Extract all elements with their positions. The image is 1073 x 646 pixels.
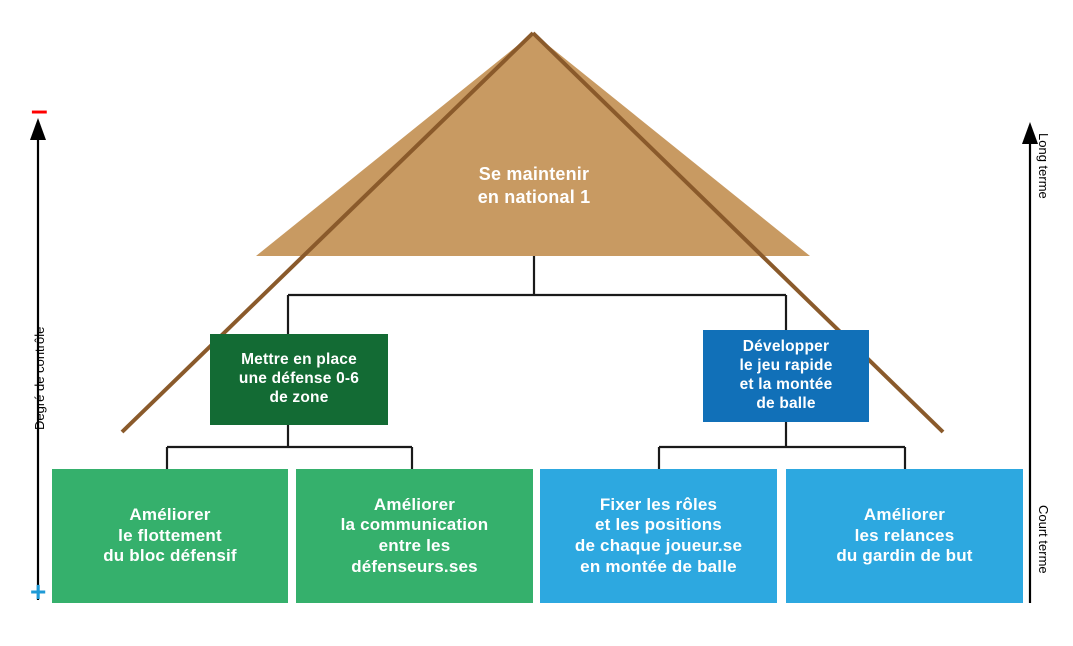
connector-group-right-level3 [657, 422, 907, 469]
pyramid-fill [256, 33, 810, 256]
left-axis-plus-sign: + [30, 576, 47, 607]
node-jeu-rapide[interactable]: Développer le jeu rapide et la montée de… [703, 330, 869, 422]
node-relances-gardin[interactable]: Améliorer les relances du gardin de but [786, 469, 1023, 603]
connector-group-left-level3 [165, 425, 414, 469]
right-axis-top-label: Long terme [1036, 133, 1051, 199]
left-axis-minus-sign: – [31, 94, 48, 127]
node-defense-zone[interactable]: Mettre en place une défense 0-6 de zone [210, 334, 388, 425]
right-axis-bottom-label: Court terme [1036, 505, 1051, 574]
pyramid-edge-left [120, 31, 535, 434]
pyramid-edge-right [531, 31, 945, 434]
left-axis-arrow [30, 118, 46, 600]
left-axis-label: Degré de contrôle [32, 326, 47, 430]
right-axis-arrow [1022, 122, 1038, 603]
node-flottement-bloc[interactable]: Améliorer le flottement du bloc défensif [52, 469, 288, 603]
connector-group-level1-level2 [286, 256, 788, 334]
node-roles-positions[interactable]: Fixer les rôles et les positions de chaq… [540, 469, 777, 603]
node-communication-defenseurs[interactable]: Améliorer la communication entre les déf… [296, 469, 533, 603]
goal-pyramid-shape [120, 31, 945, 434]
pyramid-apex-label: Se maintenir en national 1 [477, 164, 591, 208]
